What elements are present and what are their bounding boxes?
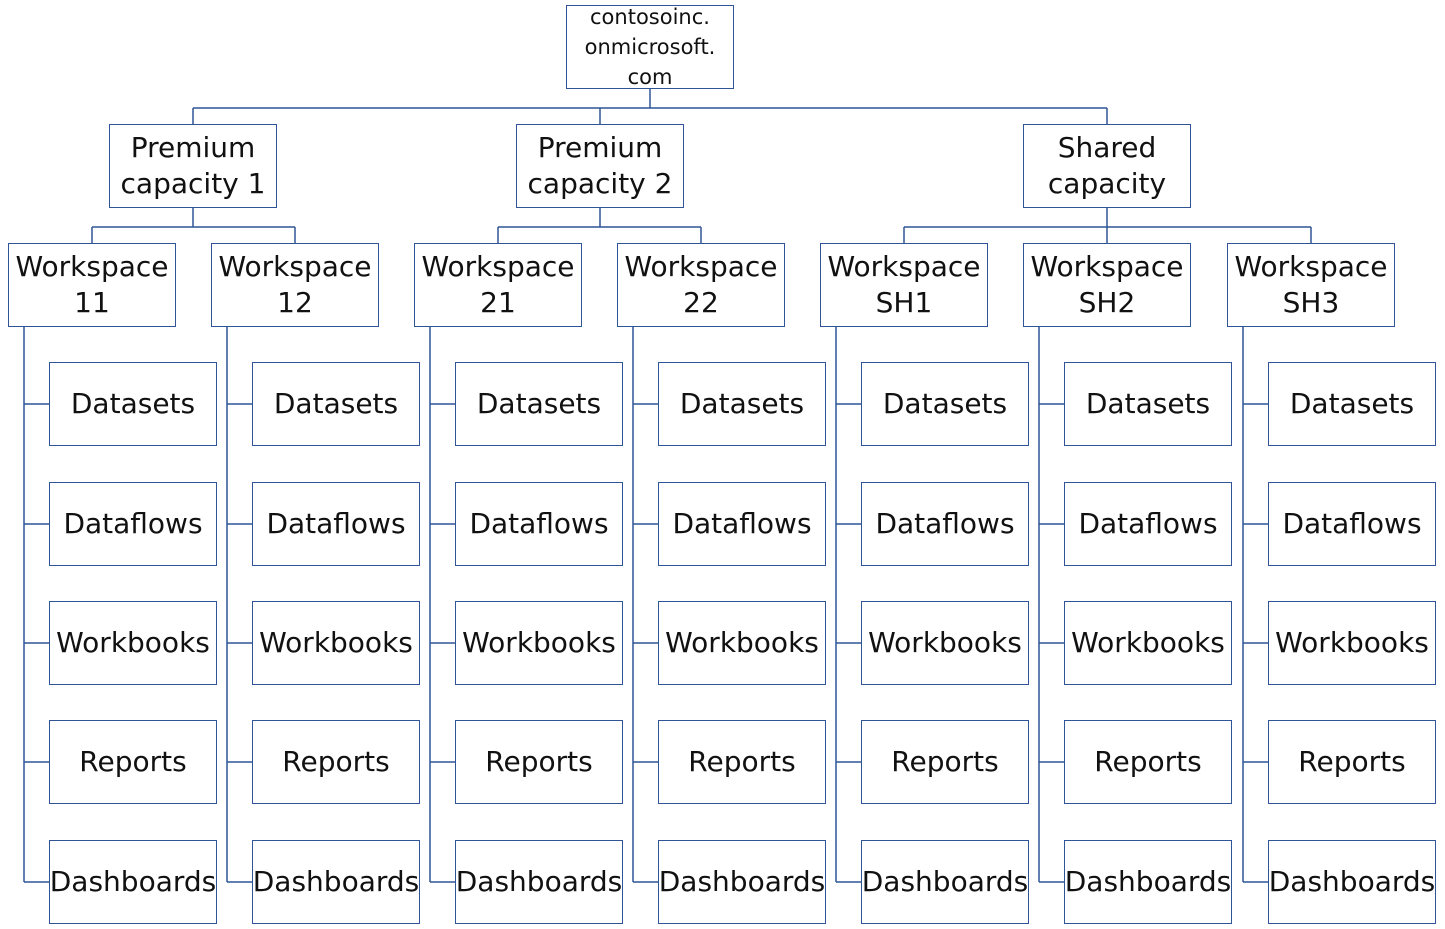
workspace-box-workspace-22: Workspace 22 — [617, 243, 785, 327]
artifact-box-dashboards: Dashboards — [49, 840, 217, 924]
workspace-box-workspace-12: Workspace 12 — [211, 243, 379, 327]
workspace-box-workspace-11: Workspace 11 — [8, 243, 176, 327]
capacity-box-shared-capacity: Shared capacity — [1023, 124, 1191, 208]
artifact-box-dashboards: Dashboards — [1268, 840, 1436, 924]
capacity-box-premium-capacity-2: Premium capacity 2 — [516, 124, 684, 208]
artifact-box-workbooks: Workbooks — [1268, 601, 1436, 685]
artifact-box-reports: Reports — [455, 720, 623, 804]
artifact-box-dataflows: Dataflows — [252, 482, 420, 566]
artifact-box-datasets: Datasets — [1268, 362, 1436, 446]
artifact-box-workbooks: Workbooks — [455, 601, 623, 685]
artifact-box-workbooks: Workbooks — [252, 601, 420, 685]
artifact-box-reports: Reports — [1268, 720, 1436, 804]
artifact-box-dashboards: Dashboards — [252, 840, 420, 924]
artifact-box-workbooks: Workbooks — [1064, 601, 1232, 685]
artifact-box-dashboards: Dashboards — [1064, 840, 1232, 924]
artifact-box-dashboards: Dashboards — [861, 840, 1029, 924]
artifact-box-datasets: Datasets — [861, 362, 1029, 446]
artifact-box-dataflows: Dataflows — [658, 482, 826, 566]
artifact-box-dataflows: Dataflows — [455, 482, 623, 566]
artifact-box-workbooks: Workbooks — [861, 601, 1029, 685]
artifact-box-workbooks: Workbooks — [658, 601, 826, 685]
workspace-box-workspace-21: Workspace 21 — [414, 243, 582, 327]
artifact-box-reports: Reports — [1064, 720, 1232, 804]
artifact-box-dashboards: Dashboards — [658, 840, 826, 924]
artifact-box-datasets: Datasets — [1064, 362, 1232, 446]
artifact-box-reports: Reports — [658, 720, 826, 804]
capacity-box-premium-capacity-1: Premium capacity 1 — [109, 124, 277, 208]
artifact-box-reports: Reports — [49, 720, 217, 804]
tenant-root-box: contosoinc. onmicrosoft. com — [566, 5, 734, 89]
artifact-box-dataflows: Dataflows — [861, 482, 1029, 566]
artifact-box-datasets: Datasets — [455, 362, 623, 446]
artifact-box-reports: Reports — [252, 720, 420, 804]
artifact-box-workbooks: Workbooks — [49, 601, 217, 685]
artifact-box-dashboards: Dashboards — [455, 840, 623, 924]
artifact-box-dataflows: Dataflows — [49, 482, 217, 566]
artifact-box-reports: Reports — [861, 720, 1029, 804]
workspace-box-workspace-sh1: Workspace SH1 — [820, 243, 988, 327]
artifact-box-dataflows: Dataflows — [1268, 482, 1436, 566]
workspace-box-workspace-sh2: Workspace SH2 — [1023, 243, 1191, 327]
artifact-box-datasets: Datasets — [658, 362, 826, 446]
artifact-box-datasets: Datasets — [49, 362, 217, 446]
workspace-box-workspace-sh3: Workspace SH3 — [1227, 243, 1395, 327]
artifact-box-datasets: Datasets — [252, 362, 420, 446]
artifact-box-dataflows: Dataflows — [1064, 482, 1232, 566]
